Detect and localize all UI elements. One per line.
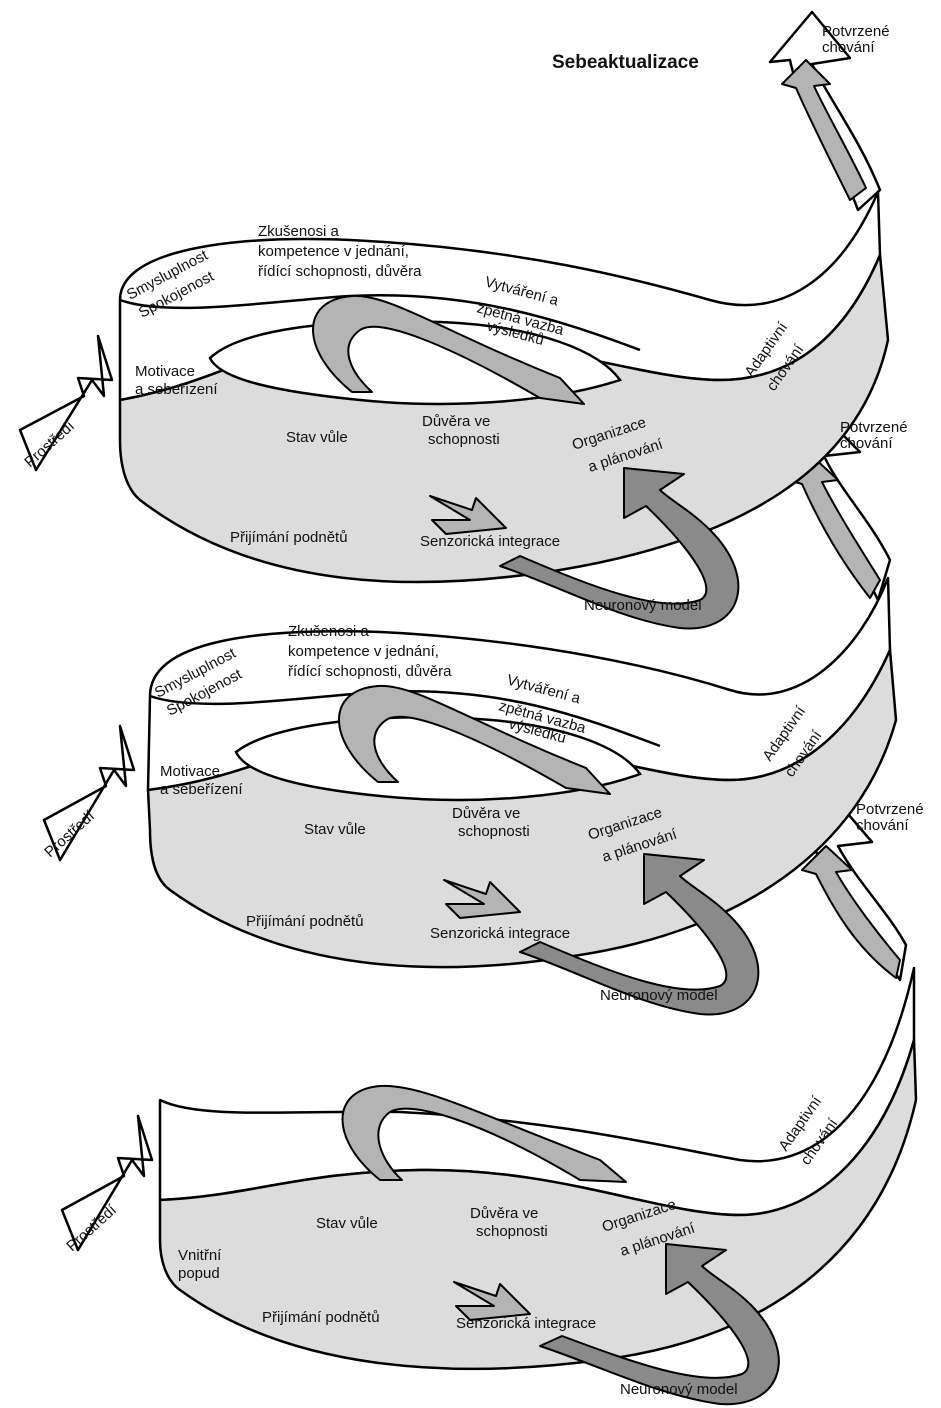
level2-confirmed-line2: chování	[840, 435, 893, 452]
level3-drive-line2: popud	[178, 1265, 220, 1282]
level2-confidence-line2: schopnosti	[458, 823, 530, 840]
level3-confidence-line2: schopnosti	[476, 1223, 548, 1240]
level1-motivation-line1: Motivace	[135, 363, 195, 380]
level2-experience-line1: Zkušenosi a	[288, 623, 370, 640]
level2-confidence-line1: Důvěra ve	[452, 805, 520, 822]
level2-neural: Neuronový model	[600, 987, 718, 1004]
level2-motivation-line2: a sebeřízení	[160, 781, 243, 798]
confirmed-behavior-arrow-top-inner	[782, 60, 866, 200]
level3-stimuli: Přijímání podnětů	[262, 1309, 380, 1326]
level2-experience-line3: řídící schopnosti, důvěra	[288, 663, 452, 680]
environment-arrow-3	[62, 1116, 152, 1250]
level1-experience-line2: kompetence v jednání,	[258, 243, 409, 260]
level1-integration: Senzorická integrace	[420, 533, 560, 550]
level1-neural: Neuronový model	[584, 597, 702, 614]
level3-integration: Senzorická integrace	[456, 1315, 596, 1332]
level1-will: Stav vůle	[286, 429, 348, 446]
level2-confirmed-line1: Potvrzené	[840, 419, 908, 436]
level3-will: Stav vůle	[316, 1215, 378, 1232]
level2-experience-line2: kompetence v jednání,	[288, 643, 439, 660]
level3-confirmed-line2: chování	[856, 817, 909, 834]
level3-neural: Neuronový model	[620, 1381, 738, 1398]
level1-experience-line1: Zkušenosi a	[258, 223, 340, 240]
level2-stimuli: Přijímání podnětů	[246, 913, 364, 930]
level1-confirmed-line2: chování	[822, 39, 875, 56]
level3-confirmed-line1: Potvrzené	[856, 801, 924, 818]
diagram-title: Sebeaktualizace	[552, 52, 699, 73]
level1-experience-line3: řídící schopnosti, důvěra	[258, 263, 422, 280]
level2-integration: Senzorická integrace	[430, 925, 570, 942]
level2-will: Stav vůle	[304, 821, 366, 838]
level3-confidence-line1: Důvěra ve	[470, 1205, 538, 1222]
level1-confirmed-line1: Potvrzené	[822, 23, 890, 40]
level3-drive-line1: Vnitřní	[178, 1247, 222, 1264]
level1-confidence-line1: Důvěra ve	[422, 413, 490, 430]
level1-stimuli: Přijímání podnětů	[230, 529, 348, 546]
level2-motivation-line1: Motivace	[160, 763, 220, 780]
level1-confidence-line2: schopnosti	[428, 431, 500, 448]
level1-motivation-line2: a sebeřízení	[135, 381, 218, 398]
